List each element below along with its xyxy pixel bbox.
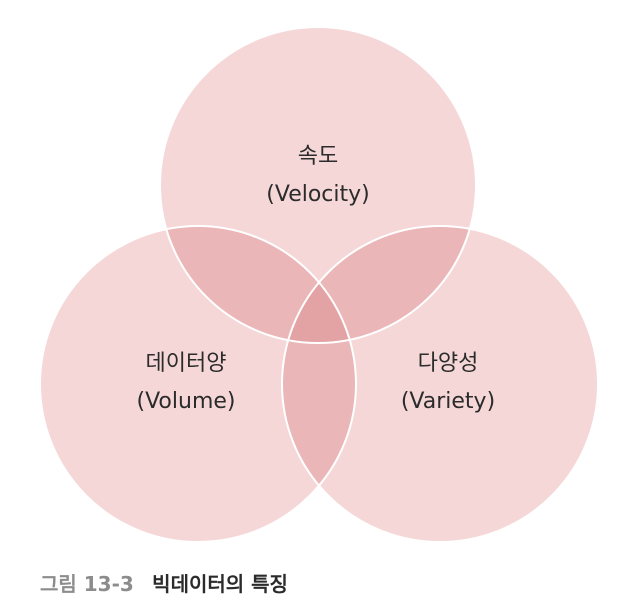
volume-outline [39, 225, 357, 543]
velocity-subtitle: (Velocity) [266, 182, 369, 207]
variety-title: 다양성 [418, 351, 479, 376]
figure-title: 빅데이터의 특징 [152, 572, 288, 596]
figure-caption: 그림 13-3 빅데이터의 특징 [40, 568, 288, 597]
volume-subtitle: (Volume) [137, 389, 236, 414]
velocity-variety-overlap [282, 226, 476, 343]
figure-number: 그림 13-3 [40, 572, 134, 596]
velocity-outline [159, 26, 477, 344]
velocity-title: 속도 [298, 144, 338, 169]
velocity-volume-overlap [160, 226, 356, 343]
variety-subtitle: (Variety) [401, 389, 495, 414]
variety-outline [281, 225, 599, 543]
volume-title: 데이터양 [146, 351, 227, 376]
